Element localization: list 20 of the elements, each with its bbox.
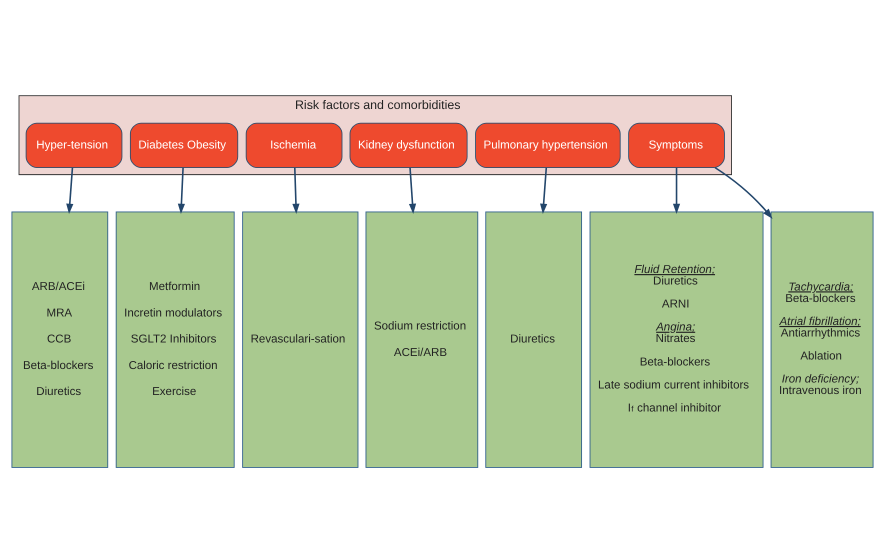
arrow [66,168,74,214]
node-box: Ischemia [246,122,342,168]
arrow [408,168,416,214]
node-box: Tachycardia; Beta-blockers Atrial fibrillation; Antiarrhythmics Ablation Iron deficiency; Intravenous iron [770,211,874,468]
arrow [292,168,300,214]
arrow [714,166,773,219]
node-box: Diabetes Obesity [130,122,238,168]
node-box: Kidney dysfunction [350,122,468,168]
node-box: Pulmonary hypertension [475,122,621,168]
node-box: Hyper-tension [26,122,122,168]
arrow [178,168,186,214]
node-box: Diuretics [485,211,582,468]
node-box: Revasculari-sation [242,211,358,468]
node-box: Fluid Retention; Diuretics ARNI Angina; Nitrates Beta-blockers Late sodium current inhibitors If channel inhibitor [590,211,764,468]
node-box: Metformin Incretin modulators SGLT2 Inhibitors Caloric restriction Exercise [116,211,235,468]
node-box: Sodium restriction ACEi/ARB [366,211,478,468]
node-box: Symptoms [628,122,725,168]
arrow [672,168,680,214]
arrow [540,168,548,214]
node-box: ARB/ACEi MRA CCB Beta-blockers Diuretics [11,211,108,468]
